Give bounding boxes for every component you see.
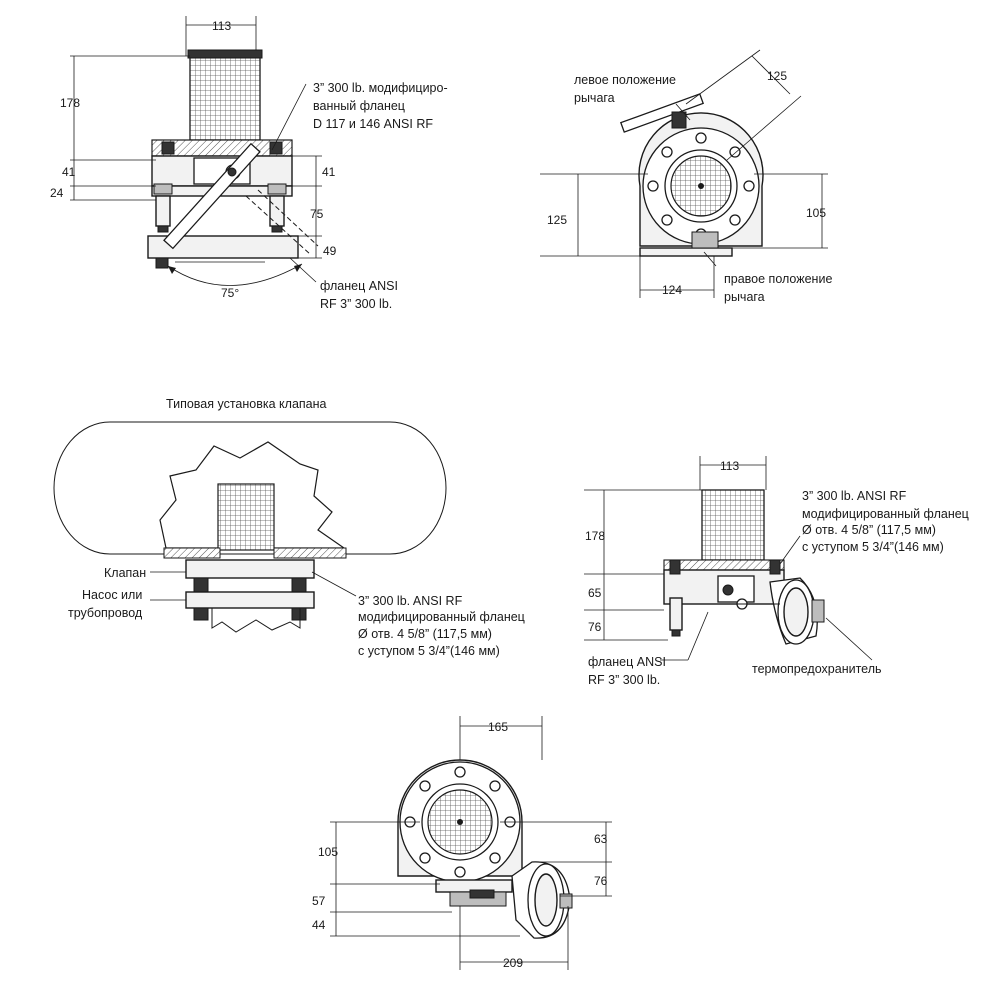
- dim-right-105: 105: [806, 206, 826, 220]
- note-left-lever-1: левое положение: [574, 73, 676, 87]
- install-note-4: с уступом 5 3/4”(146 мм): [358, 644, 500, 658]
- dim-angle-75: 75°: [221, 286, 239, 300]
- view-end-lever: 125 125 105 124 левое положение рычага п…: [540, 49, 832, 304]
- install-note-2: модифицированный фланец: [358, 610, 525, 624]
- install-title: Типовая установка клапана: [166, 397, 327, 411]
- dim-178: 178: [60, 96, 80, 110]
- install-note-1: 3” 300 lb. ANSI RF: [358, 594, 463, 608]
- dim-113-mid: 113: [720, 459, 739, 473]
- note-flange-top-3: D 117 и 146 ANSI RF: [313, 117, 433, 131]
- note-right-lever-1: правое положение: [724, 272, 832, 286]
- dim-76-mid: 76: [588, 620, 602, 634]
- note-flange-top-1: 3” 300 lb. модифициро-: [313, 81, 448, 95]
- label-pump-1: Насос или: [82, 588, 142, 602]
- mid-flange-1: фланец ANSI: [588, 655, 666, 669]
- view-end-fuse: 165 105 57 44: [312, 716, 612, 970]
- strainer-screen: [189, 55, 261, 141]
- view-side-fuse: 113 178 65 76 3” 300 lb. ANSI RF модифиц…: [584, 456, 969, 687]
- label-pump-2: трубопровод: [68, 606, 143, 620]
- mid-flange-2: RF 3” 300 lb.: [588, 673, 660, 687]
- note-right-lever-2: рычага: [724, 290, 765, 304]
- dim-bottom-105: 105: [318, 845, 338, 859]
- dim-76-bottom: 76: [594, 874, 608, 888]
- lever-handle: [619, 93, 705, 133]
- note-left-lever-2: рычага: [574, 91, 615, 105]
- dim-165: 165: [488, 720, 508, 734]
- mid-note-3: Ø отв. 4 5/8” (117,5 мм): [802, 523, 936, 537]
- dim-24: 24: [50, 186, 64, 200]
- dim-75: 75: [310, 207, 324, 221]
- install-note-3: Ø отв. 4 5/8” (117,5 мм): [358, 627, 492, 641]
- dim-113: 113: [212, 19, 231, 33]
- mid-note-1: 3” 300 lb. ANSI RF: [802, 489, 907, 503]
- dim-41-right: 41: [322, 165, 336, 179]
- dim-bottom-124: 124: [662, 283, 682, 297]
- dim-65: 65: [588, 586, 602, 600]
- view-typical-installation: Типовая установка клапана Клапан Насос и…: [53, 397, 525, 658]
- tank-outline: [53, 421, 447, 555]
- bottom-flange: [147, 235, 299, 259]
- view-side-lever: 113 178: [50, 16, 448, 311]
- note-flange-bottom-2: RF 3” 300 lb.: [320, 297, 392, 311]
- dim-178-mid: 178: [585, 529, 605, 543]
- dim-44: 44: [312, 918, 326, 932]
- dim-209: 209: [503, 956, 523, 970]
- screen-cap: [187, 49, 263, 59]
- label-valve: Клапан: [104, 566, 146, 580]
- dim-57: 57: [312, 894, 326, 908]
- dim-left-125: 125: [547, 213, 567, 227]
- mid-note-2: модифицированный фланец: [802, 507, 969, 521]
- screen-mid: [701, 489, 765, 561]
- mid-fuse-label: термопредохранитель: [752, 662, 882, 676]
- mid-note-4: с уступом 5 3/4”(146 мм): [802, 540, 944, 554]
- install-valve: [185, 559, 315, 579]
- dim-41-left: 41: [62, 165, 76, 179]
- install-screen: [217, 483, 275, 551]
- note-flange-top-2: ванный фланец: [313, 99, 405, 113]
- dim-lever-125: 125: [767, 69, 787, 83]
- dim-49: 49: [323, 244, 337, 258]
- dim-63: 63: [594, 832, 608, 846]
- note-flange-bottom-1: фланец ANSI: [320, 279, 398, 293]
